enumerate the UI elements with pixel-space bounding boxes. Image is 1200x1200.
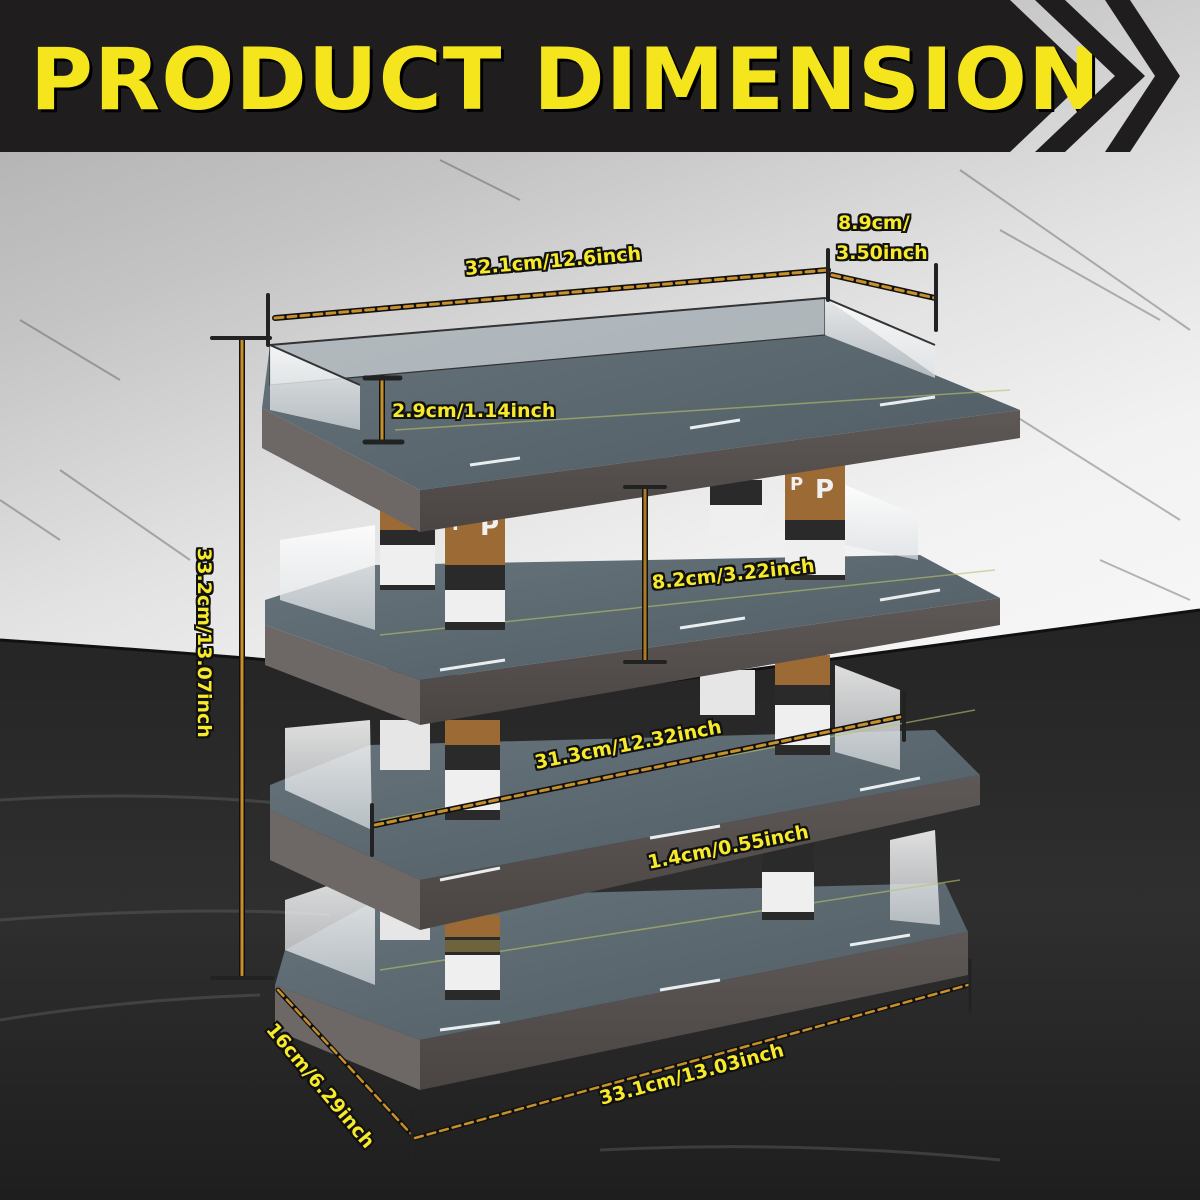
svg-text:P: P	[790, 474, 803, 495]
dim-total-height: 33.2cm/13.07inch	[193, 548, 215, 738]
svg-text:P: P	[815, 475, 834, 505]
dim-guard-height: 2.9cm/1.14inch	[392, 400, 556, 422]
marble-veins	[0, 159, 1191, 601]
page-title: PRODUCT DIMENSION	[30, 30, 1102, 130]
dim-top-depth-line2: 3.50inch	[836, 242, 928, 264]
chevron-arrows-icon	[1035, 0, 1180, 152]
tier-1	[262, 297, 1020, 532]
header-banner	[0, 0, 1090, 152]
measure-lines	[210, 248, 972, 1162]
dim-top-depth-line1: 8.9cm/	[838, 212, 910, 234]
